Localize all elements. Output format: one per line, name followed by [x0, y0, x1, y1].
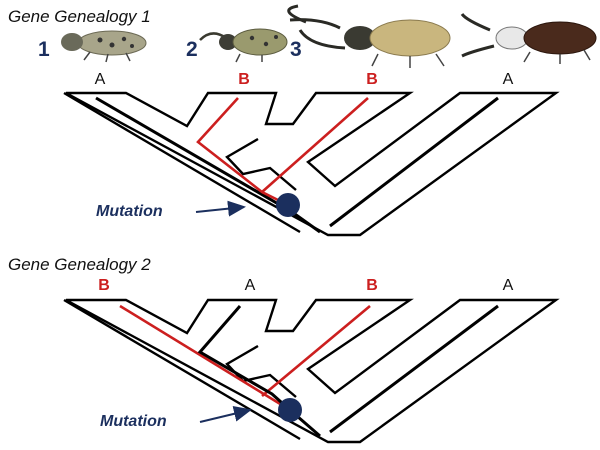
panel-2-lineage-A-left: [197, 305, 291, 412]
panel-1-tip-4: A: [503, 71, 514, 88]
panel-1-tip-3: B: [366, 71, 378, 88]
panel-2-tip-3: B: [366, 277, 378, 294]
panel-1-lineage-A-left: [95, 96, 293, 214]
panel-1-mutation-arrow: [195, 200, 246, 217]
beetle-1-image: [61, 30, 147, 63]
panel-2-title: Gene Genealogy 2: [8, 255, 151, 274]
panel-2-tip-1: B: [98, 277, 110, 294]
panel-2-tip-2: A: [245, 277, 256, 294]
panel-1-tip-1: A: [95, 71, 106, 88]
panel-1-root-edge: [63, 91, 301, 234]
panel-1-lineage-B-left: [196, 97, 289, 207]
panel-1-title: Gene Genealogy 1: [8, 7, 151, 26]
panel-1-lineage-B-right: [261, 97, 369, 193]
panel-2-lineage-A-right: [329, 304, 499, 434]
panel-2-lineage-B-left: [119, 304, 291, 412]
beetle-4-image: [460, 13, 597, 64]
panel-2-mutation-label: Mutation: [100, 413, 167, 430]
beetle-number-3: 3: [290, 38, 302, 61]
panel-1-tip-2: B: [238, 71, 250, 88]
beetle-number-1: 1: [38, 38, 50, 61]
beetle-2-image: [199, 28, 288, 63]
panel-2-mutation-arrow: [199, 405, 252, 423]
panel-1-tree-inner-edge: [225, 137, 297, 191]
beetle-3-image: [287, 4, 451, 68]
panel-2-tree-outline: [65, 298, 560, 444]
panel-2-tip-4: A: [503, 277, 514, 294]
panel-1-tree-outline: [65, 91, 560, 237]
panel-2-lineage-B-right: [261, 305, 371, 397]
panel-1-lineage-root: [291, 210, 321, 234]
panel-2-mutation-marker: [278, 398, 302, 422]
panel-1-lineage-A-right: [329, 96, 499, 228]
panel-1-mutation-label: Mutation: [96, 203, 163, 220]
panel-2-root-edge: [63, 298, 301, 441]
panel-1-mutation-marker: [276, 193, 300, 217]
beetle-number-2: 2: [186, 38, 198, 61]
